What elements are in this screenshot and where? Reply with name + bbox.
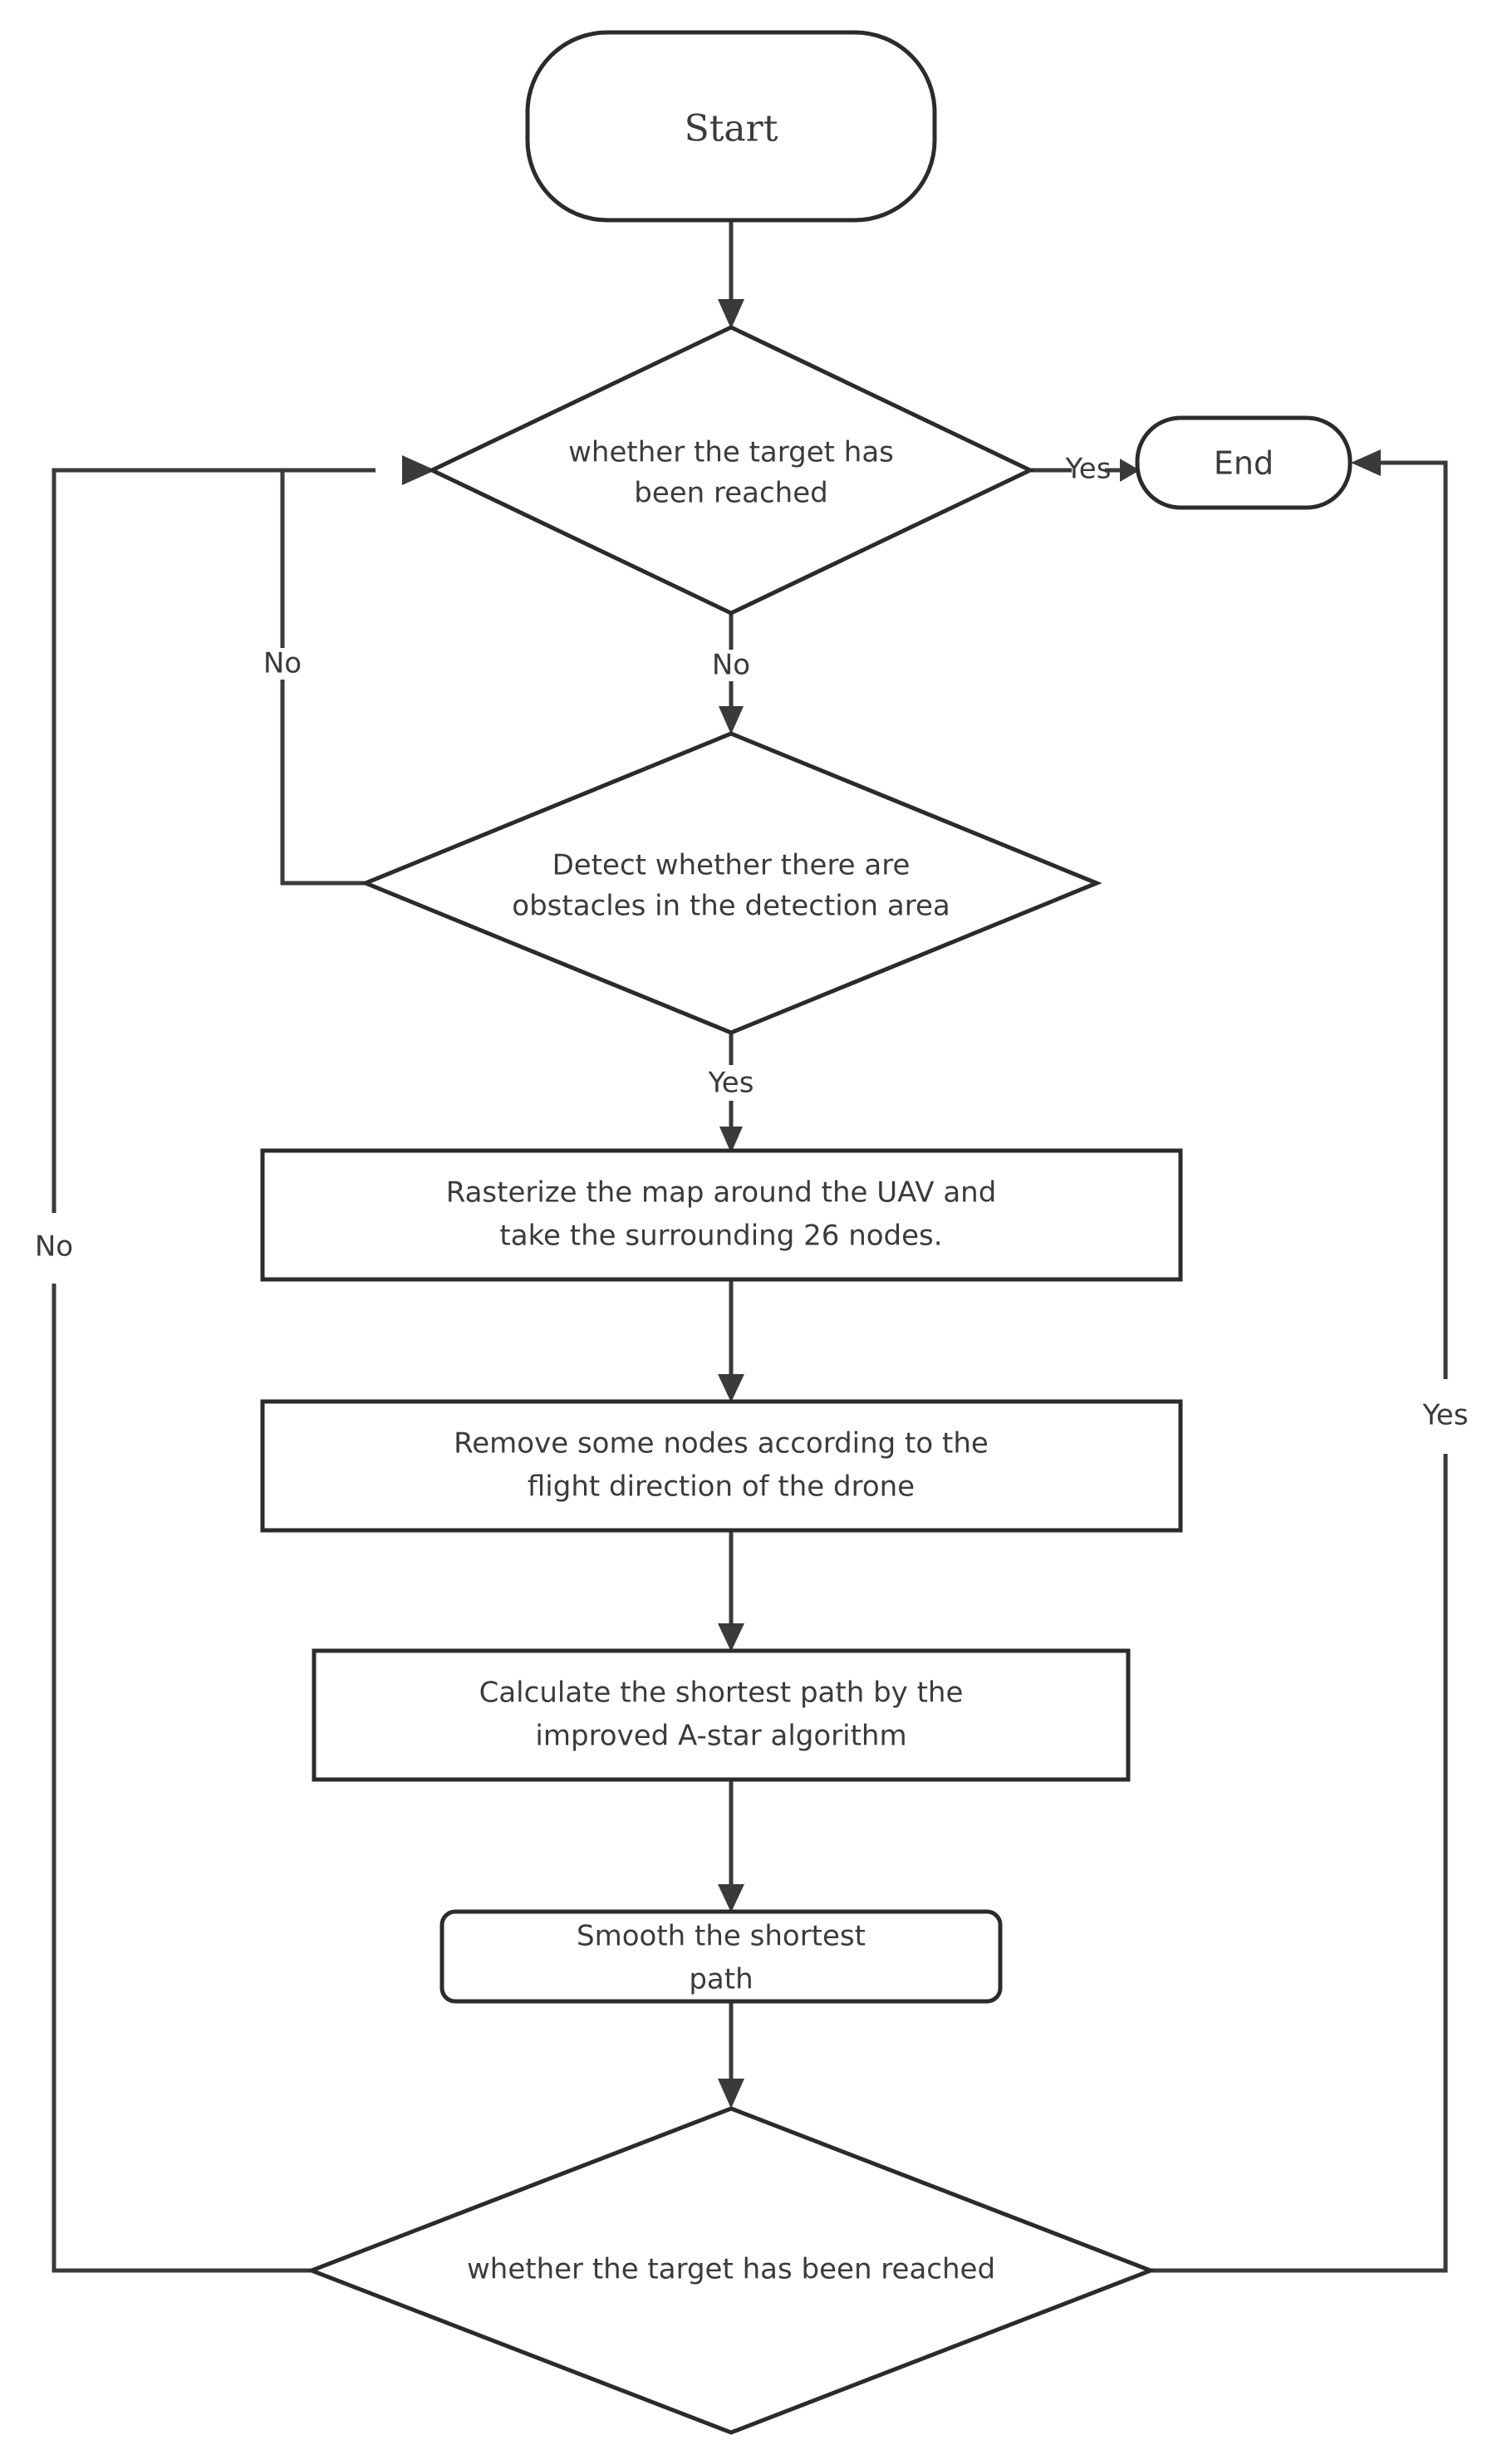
node-decision-obstacle[interactable]: Detect whether there are obstacles in th…: [360, 731, 1102, 1035]
edge-decision2-no-loop: [52, 468, 376, 2273]
node-decision-target-1-label-line2: been reached: [634, 477, 828, 510]
node-process-smooth-label-line2: path: [689, 1963, 753, 1996]
edge-label-no-bottom-loop: No: [35, 1230, 73, 1264]
edge-decision1-yes-to-end: [1030, 459, 1140, 482]
node-decision-obstacle-label-line1: Detect whether there are: [552, 849, 911, 882]
node-process-remove-nodes[interactable]: Remove some nodes according to the fligh…: [260, 1399, 1183, 1533]
node-end[interactable]: End: [1135, 415, 1352, 510]
node-process-astar-label-line2: improved A-star algorithm: [535, 1720, 906, 1753]
edge-remove-to-astar: [718, 1530, 744, 1652]
node-process-rasterize-label-line1: Rasterize the map around the UAV and: [446, 1176, 997, 1210]
edge-decision1-no-to-obstacle: [719, 613, 744, 734]
node-decision-target-2-label: whether the target has been reached: [467, 2253, 995, 2286]
node-process-rasterize-label-line2: take the surrounding 26 nodes.: [499, 1220, 942, 1253]
edge-label-yes-to-rasterize: Yes: [708, 1067, 754, 1100]
node-end-label: End: [1214, 445, 1274, 482]
edge-label-no-loop-upper: No: [263, 647, 302, 680]
edge-obstacle-yes-to-rasterize: [719, 1033, 743, 1153]
node-start[interactable]: Start: [525, 30, 937, 223]
edge-decision2-yes-loop: [1151, 449, 1448, 2273]
edge-rasterize-to-remove: [718, 1279, 744, 1402]
node-decision-target-2[interactable]: whether the target has been reached: [306, 2106, 1156, 2435]
arrowhead-icon: [718, 299, 744, 329]
node-start-label: Start: [685, 108, 778, 150]
arrowhead-icon: [402, 455, 435, 485]
edge-smooth-to-decision2: [718, 2001, 744, 2109]
arrowhead-icon: [1351, 449, 1381, 476]
node-process-remove-nodes-label-line1: Remove some nodes according to the: [454, 1427, 989, 1461]
arrowhead-icon: [719, 1127, 743, 1153]
arrowhead-icon: [718, 1623, 744, 1652]
arrowhead-icon: [718, 2079, 744, 2109]
arrowhead-icon: [718, 1884, 744, 1912]
arrowhead-icon: [718, 1374, 744, 1402]
edge-start-to-decision1: [718, 220, 744, 329]
edge-label-no-to-obstacle: No: [712, 649, 750, 682]
edge-astar-to-smooth: [718, 1780, 744, 1912]
node-decision-obstacle-label-line2: obstacles in the detection area: [512, 890, 950, 923]
node-process-astar[interactable]: Calculate the shortest path by the impro…: [312, 1648, 1131, 1782]
node-process-smooth[interactable]: Smooth the shortest path: [439, 1909, 1003, 2004]
arrowhead-icon: [1120, 459, 1140, 482]
arrowhead-icon: [719, 706, 744, 734]
edge-label-yes-bottom-to-end: Yes: [1422, 1399, 1469, 1432]
node-process-rasterize[interactable]: Rasterize the map around the UAV and tak…: [260, 1148, 1183, 1282]
node-decision-target-1[interactable]: whether the target has been reached: [427, 325, 1035, 616]
edge-obstacle-no-loop: [280, 455, 435, 886]
node-decision-target-1-label-line1: whether the target has: [568, 436, 894, 469]
edge-label-yes-to-end: Yes: [1065, 453, 1112, 486]
node-process-smooth-label-line1: Smooth the shortest: [577, 1920, 866, 1953]
node-process-remove-nodes-label-line2: flight direction of the drone: [528, 1470, 915, 1504]
node-process-astar-label-line1: Calculate the shortest path by the: [479, 1677, 964, 1710]
